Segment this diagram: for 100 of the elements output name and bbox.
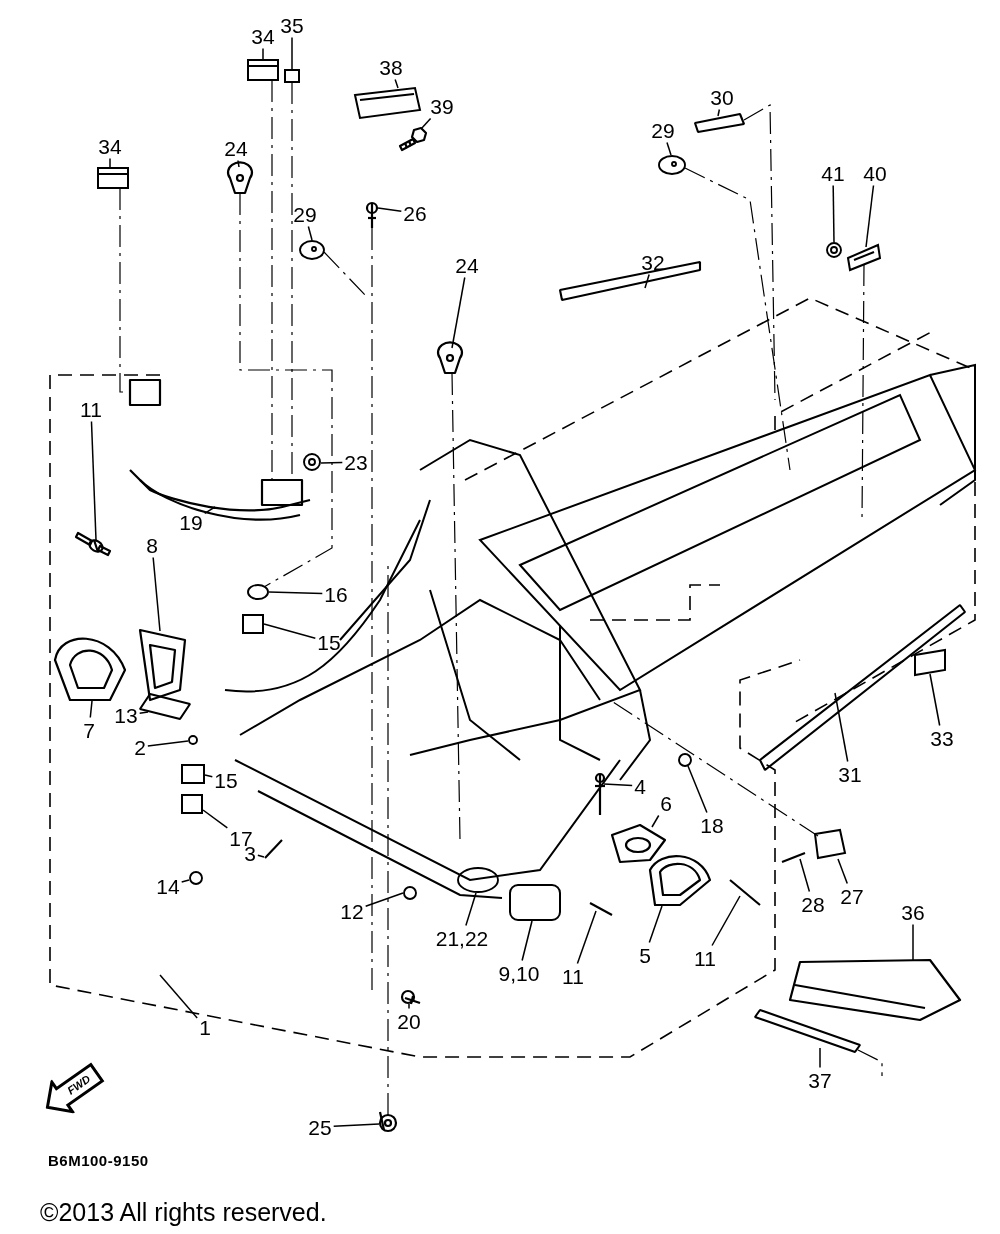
bolt-drawing [398,126,428,152]
callout-number: 34 [251,25,275,47]
bolt-drawing [365,201,379,228]
gasket-drawing [457,867,499,893]
pad-drawing [97,167,129,189]
callout-number: 19 [179,511,203,533]
leader-line [307,225,313,241]
leader-line [603,783,633,787]
callout-number: 11 [694,947,716,969]
callout-number: 21,22 [435,927,489,949]
washer-drawing [403,886,417,900]
leader-line [180,879,190,883]
leader-line [202,809,229,829]
callout-number: 15 [317,631,341,653]
leader-line [837,858,848,885]
callout-number: 23 [344,451,368,473]
alignment-line [323,251,366,296]
clip-drawing [226,161,254,195]
rivet-drawing [74,531,112,557]
rivet-drawing [264,839,283,859]
reflector-drawing [846,243,882,272]
gasket-drawing [610,823,667,864]
leader-line [929,673,941,727]
callout-number: 4 [634,775,646,797]
callout-number: 11 [80,398,102,420]
callout-number: 34 [98,135,122,157]
rivet-drawing [589,902,613,916]
callout-number: 33 [930,727,954,749]
callout-number: 11 [562,965,584,987]
callout-number: 6 [660,792,672,814]
screw-drawing [781,852,806,863]
leader-line [268,591,324,595]
alignment-line [239,192,333,588]
callout-number: 31 [838,763,862,785]
callout-number: 35 [280,14,304,36]
leader-line [394,78,399,89]
leader-line [237,159,240,168]
leader-line [262,47,264,60]
alignment-line [743,103,776,401]
leader-line [291,36,293,70]
callout-number: 30 [710,86,734,108]
callout-number: 24 [224,137,248,159]
callout-number: 36 [901,901,925,923]
leader-line [799,858,811,893]
plate-drawing [138,692,192,721]
callout-number: 9,10 [498,962,540,984]
callout-number: 14 [156,875,180,897]
plate-drawing [693,112,746,134]
callout-number: 27 [840,885,864,907]
leader-line [257,854,265,858]
callout-number: 29 [293,203,317,225]
strip-drawing [753,1008,862,1054]
damper-drawing [247,584,269,600]
callout-number: 15 [214,769,238,791]
nut-drawing [189,871,203,885]
callout-number: 38 [379,56,403,78]
callout-number: 32 [641,251,665,273]
alignment-line [271,79,273,481]
leader-line [420,117,432,130]
copyright-notice: ©2013 All rights reserved. [40,1198,327,1227]
leader-line [576,910,597,965]
callout-number: 29 [651,119,675,141]
leader-line [832,184,835,243]
callout-number: 24 [455,254,479,276]
pad-drawing [247,59,279,81]
alignment-line [857,1049,883,1077]
leader-line [204,774,214,778]
clamp-drawing [813,828,847,860]
rivet-drawing [594,772,606,815]
leader-line [819,1047,821,1069]
callout-number: 39 [430,95,454,117]
callout-number: 40 [863,162,887,184]
callout-number: 7 [83,719,95,741]
leader-line [648,905,663,944]
callout-number: 13 [114,704,138,726]
callout-number: 20 [397,1010,421,1032]
callout-number: 16 [324,583,348,605]
mount-drawing [509,884,561,921]
cover-drawing [648,855,712,907]
leader-line [152,556,161,632]
leader-line [408,1003,410,1010]
leader-line [377,207,403,212]
rivet-drawing [188,735,198,745]
cover-drawing [53,637,127,702]
leader-line [644,273,650,289]
leader-line [138,711,149,714]
leader-line [687,765,708,814]
leader-line [711,895,741,947]
bracket-drawing [353,86,422,120]
leader-line [865,184,875,248]
damper-drawing [242,614,264,634]
leader-line [320,461,344,464]
leader-line [90,420,97,541]
leader-line [147,740,189,747]
callout-number: 25 [308,1116,332,1138]
leader-line [834,692,849,763]
decal-drawing [914,648,946,677]
leader-line [263,623,317,639]
leader-line [666,141,672,156]
leader-line [109,157,111,168]
